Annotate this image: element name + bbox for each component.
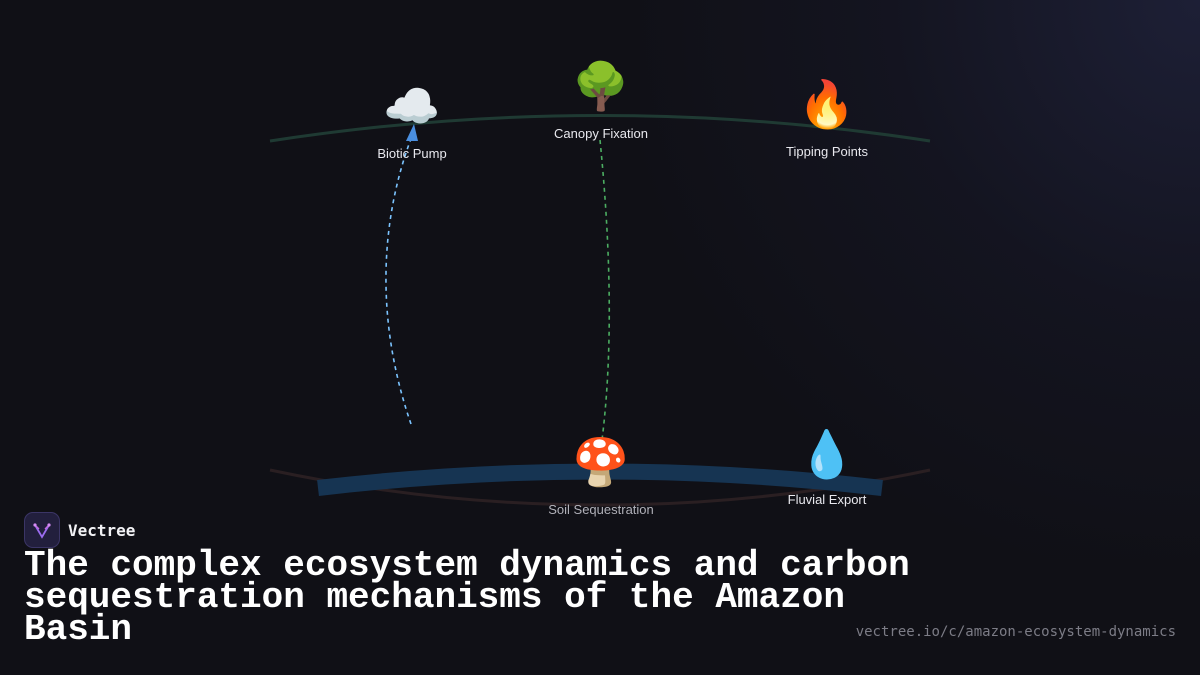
node-fluvial-export: 💧 Fluvial Export xyxy=(788,428,867,507)
biotic-pump-flow-line xyxy=(385,135,413,425)
brand-name: Vectree xyxy=(68,520,136,540)
source-url[interactable]: vectree.io/c/amazon-ecosystem-dynamics xyxy=(855,624,1176,640)
node-label-tipping-points: Tipping Points xyxy=(786,144,868,159)
brand: Vectree xyxy=(24,512,135,548)
water-drop-icon: 💧 xyxy=(798,427,856,481)
vectree-logo-icon xyxy=(24,512,60,548)
node-tipping-points: 🔥 Tipping Points xyxy=(786,78,868,159)
node-soil-sequestration: 🍄 Soil Sequestration xyxy=(548,436,654,517)
mushroom-icon: 🍄 xyxy=(572,435,630,489)
node-label-soil-sequestration: Soil Sequestration xyxy=(548,502,654,517)
river-band xyxy=(317,463,883,496)
node-biotic-pump: ☁️ Biotic Pump xyxy=(377,80,446,161)
node-label-canopy-fixation: Canopy Fixation xyxy=(554,126,648,141)
fire-icon: 🔥 xyxy=(798,77,856,131)
page-title: The complex ecosystem dynamics and carbo… xyxy=(24,545,910,650)
cloud-icon: ☁️ xyxy=(383,79,441,133)
node-label-biotic-pump: Biotic Pump xyxy=(377,146,447,161)
node-label-fluvial-export: Fluvial Export xyxy=(787,492,867,507)
biotic-pump-arrowhead xyxy=(406,124,418,141)
carbon-transfer-line xyxy=(599,139,611,441)
canopy-layer-arc xyxy=(269,114,931,143)
node-canopy-fixation: 🌳 Canopy Fixation xyxy=(554,60,648,141)
tree-icon: 🌳 xyxy=(572,59,630,113)
